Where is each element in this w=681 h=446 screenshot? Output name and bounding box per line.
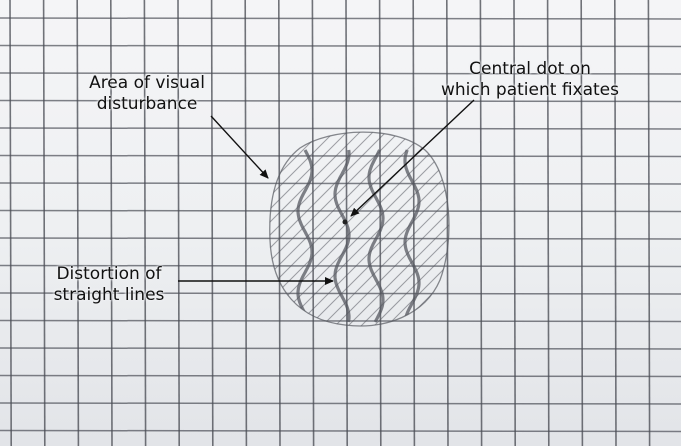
grid-horizontal-line (0, 376, 681, 377)
central-fixation-dot (343, 220, 348, 225)
grid-horizontal-line (0, 403, 681, 404)
grid-horizontal-line (0, 18, 681, 19)
grid-horizontal-line (0, 46, 681, 47)
grid-horizontal-line (0, 348, 681, 349)
grid-horizontal-line (0, 128, 681, 129)
central-label-line-2: which patient fixates (420, 80, 640, 101)
distortion-label-line-1: Distortion of (34, 264, 184, 285)
area-of-visual-disturbance-label: Area of visual disturbance (62, 73, 232, 115)
area-label-line-1: Area of visual (62, 73, 232, 94)
grid-horizontal-line (0, 156, 681, 157)
grid-horizontal-line (0, 183, 681, 184)
grid-horizontal-line (0, 431, 681, 432)
area-label-line-2: disturbance (62, 94, 232, 115)
central-label-line-1: Central dot on (420, 59, 640, 80)
grid-horizontal-line (0, 238, 681, 239)
central-dot-label: Central dot on which patient fixates (420, 59, 640, 101)
distortion-label: Distortion of straight lines (34, 264, 184, 306)
distortion-label-line-2: straight lines (34, 285, 184, 306)
